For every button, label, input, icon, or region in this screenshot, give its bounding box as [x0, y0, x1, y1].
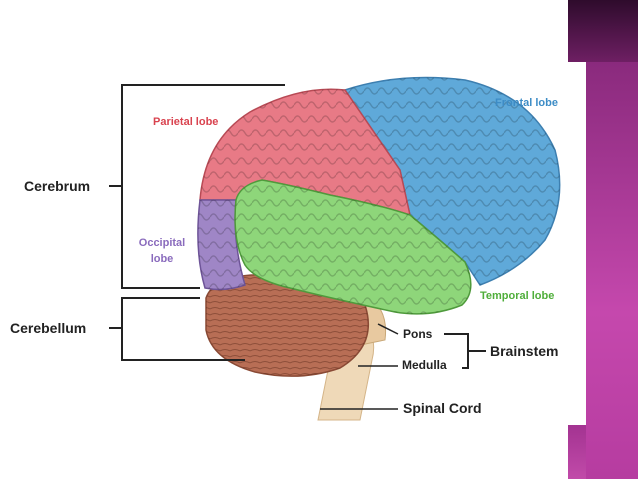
- cerebellum-label: Cerebellum: [10, 320, 87, 336]
- pons-leader: [377, 323, 399, 335]
- accent-bar-dark: [568, 0, 638, 62]
- brainstem-bracket: [444, 333, 469, 369]
- temporal-lobe-label: Temporal lobe: [480, 290, 555, 302]
- accent-bar-bottom: [568, 425, 586, 479]
- parietal-lobe-label: Parietal lobe: [153, 116, 219, 128]
- spinal-cord-label: Spinal Cord: [403, 400, 482, 416]
- accent-bar: [586, 62, 638, 479]
- pons-label: Pons: [403, 327, 433, 341]
- cerebrum-label: Cerebrum: [24, 178, 91, 194]
- frontal-lobe-label: Frontal lobe: [495, 97, 558, 109]
- occipital-lobe-text: Occipital lobe: [138, 237, 186, 265]
- occipital-lobe-label: Occipital lobe: [132, 235, 192, 267]
- brainstem-label: Brainstem: [490, 343, 559, 359]
- medulla-label: Medulla: [402, 358, 447, 372]
